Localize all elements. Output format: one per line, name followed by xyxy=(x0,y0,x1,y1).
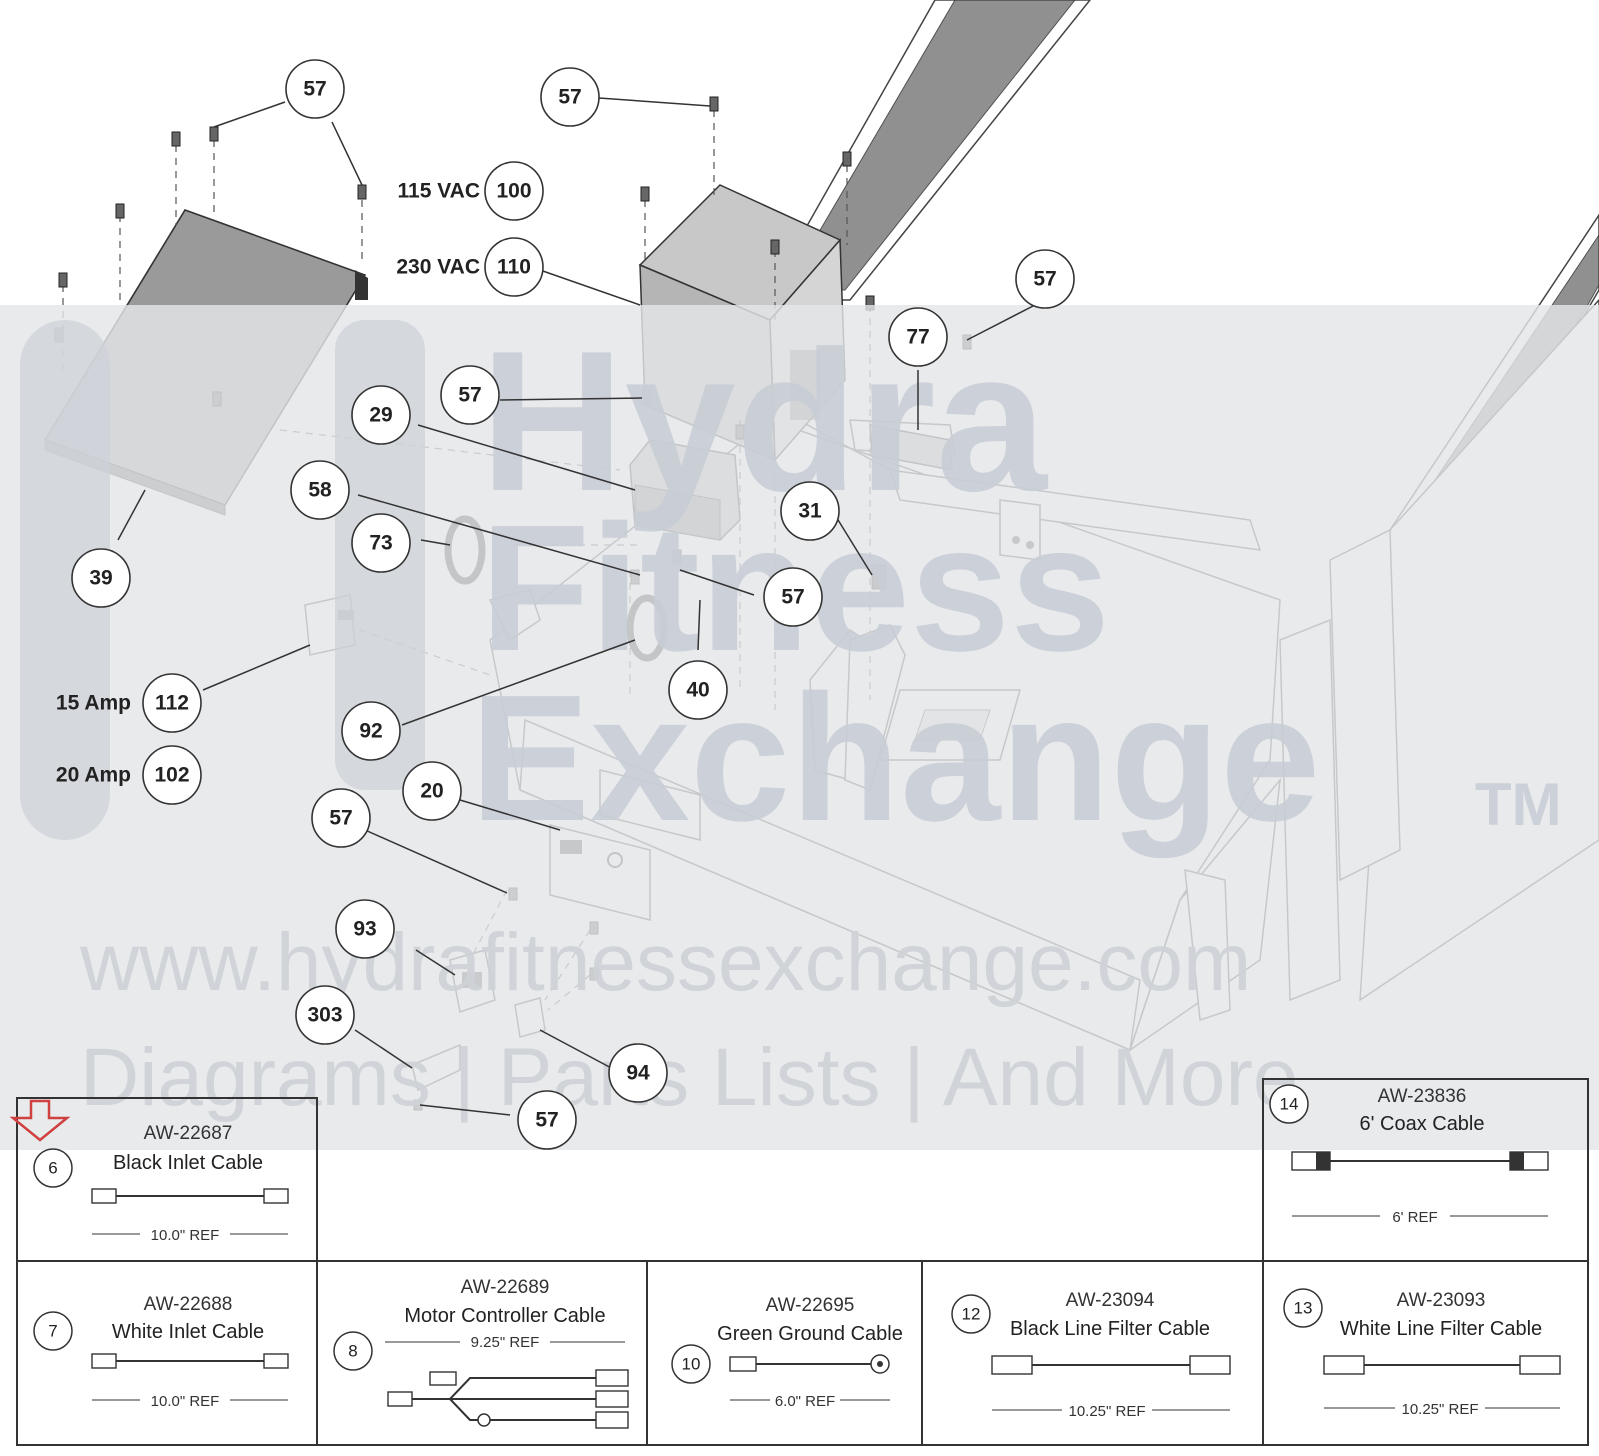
callout: 40 xyxy=(668,660,728,720)
svg-text:110: 110 xyxy=(497,256,531,279)
cable-table: 6 AW-22687 Black Inlet Cable 10.0" REF 1… xyxy=(9,1078,1589,1446)
cable-10: 10 AW-22695 Green Ground Cable 6.0" REF xyxy=(671,1295,903,1410)
svg-text:White Line Filter Cable: White Line Filter Cable xyxy=(1340,1318,1542,1340)
svg-text:93: 93 xyxy=(353,918,376,941)
svg-text:13: 13 xyxy=(1294,1299,1313,1318)
cable-12: 12 AW-23094 Black Line Filter Cable 10.2… xyxy=(951,1290,1231,1420)
label-15-amp: 15 Amp xyxy=(56,692,131,715)
cable-cell-13 xyxy=(1262,1260,1589,1446)
svg-text:White Inlet Cable: White Inlet Cable xyxy=(112,1321,264,1343)
red-down-arrow-icon xyxy=(9,1099,71,1142)
callout: 31 xyxy=(780,481,840,541)
callout: 92 xyxy=(341,701,401,761)
svg-text:10.0" REF: 10.0" REF xyxy=(151,1227,220,1244)
callout: 57 xyxy=(763,567,823,627)
svg-text:12: 12 xyxy=(962,1305,981,1324)
callout: 303 xyxy=(295,985,355,1045)
cable-13: 13 AW-23093 White Line Filter Cable 10.2… xyxy=(1283,1288,1561,1418)
svg-text:Motor Controller Cable: Motor Controller Cable xyxy=(404,1305,605,1327)
svg-text:57: 57 xyxy=(458,384,481,407)
svg-text:73: 73 xyxy=(369,532,392,555)
svg-text:6.0" REF: 6.0" REF xyxy=(775,1393,835,1410)
callout: 57 xyxy=(1015,249,1075,309)
callout: 93 xyxy=(335,899,395,959)
callout: 57 xyxy=(440,365,500,425)
svg-text:7: 7 xyxy=(48,1322,57,1341)
cable-14: 14 AW-23836 6' Coax Cable 6' REF xyxy=(1269,1084,1549,1226)
svg-text:6' Coax Cable: 6' Coax Cable xyxy=(1360,1113,1485,1135)
svg-text:58: 58 xyxy=(308,479,332,502)
svg-text:10.0" REF: 10.0" REF xyxy=(151,1393,220,1410)
svg-text:303: 303 xyxy=(307,1004,342,1027)
svg-text:57: 57 xyxy=(1033,268,1056,291)
svg-text:10.25" REF: 10.25" REF xyxy=(1068,1403,1145,1420)
label-20-amp: 20 Amp xyxy=(56,764,131,787)
callout: 77 xyxy=(888,307,948,367)
svg-text:AW-23094: AW-23094 xyxy=(1066,1290,1155,1311)
callout: 20 xyxy=(402,761,462,821)
svg-text:31: 31 xyxy=(798,500,822,523)
callout: 57 xyxy=(285,59,345,119)
cable-cell-7 xyxy=(16,1260,318,1446)
callout: 102 xyxy=(142,745,202,805)
watermark-line1: Hydra xyxy=(480,310,1049,533)
svg-text:8: 8 xyxy=(348,1342,357,1361)
callout: 73 xyxy=(351,513,411,573)
svg-text:100: 100 xyxy=(496,180,531,203)
callout: 57 xyxy=(517,1090,577,1150)
svg-text:AW-23093: AW-23093 xyxy=(1397,1290,1486,1311)
svg-text:57: 57 xyxy=(535,1109,558,1132)
callout: 100 xyxy=(484,161,544,221)
svg-text:94: 94 xyxy=(626,1062,650,1085)
svg-text:92: 92 xyxy=(359,720,382,743)
svg-text:10.25" REF: 10.25" REF xyxy=(1401,1401,1478,1418)
watermark-url: www.hydrafitnessexchange.com xyxy=(79,917,1251,1008)
watermark-line3: Exchange xyxy=(470,658,1320,859)
svg-text:20: 20 xyxy=(420,780,443,803)
cable-6: 6 AW-22687 Black Inlet Cable 10.0" REF xyxy=(33,1123,289,1244)
cable-8: 8 AW-22689 Motor Controller Cable 9.25" … xyxy=(333,1277,629,1429)
svg-text:29: 29 xyxy=(369,404,392,427)
callout: 29 xyxy=(351,385,411,445)
svg-text:Black Line Filter Cable: Black Line Filter Cable xyxy=(1010,1318,1210,1340)
svg-text:39: 39 xyxy=(89,567,112,590)
callout: 57 xyxy=(311,788,371,848)
svg-text:6: 6 xyxy=(48,1159,57,1178)
watermark-tm: TM xyxy=(1475,771,1562,838)
svg-text:112: 112 xyxy=(155,692,189,715)
svg-text:40: 40 xyxy=(686,679,709,702)
svg-text:14: 14 xyxy=(1280,1095,1299,1114)
label-230-vac: 230 VAC xyxy=(396,256,480,279)
svg-text:102: 102 xyxy=(154,764,189,787)
callout: 57 xyxy=(540,67,600,127)
watermark: Hydra Fitness Exchange TM www.hydrafitne… xyxy=(0,305,1599,1150)
svg-text:77: 77 xyxy=(906,326,929,349)
leader-lines xyxy=(117,97,1036,1116)
svg-text:AW-22689: AW-22689 xyxy=(461,1277,550,1298)
svg-text:Black Inlet Cable: Black Inlet Cable xyxy=(113,1152,263,1174)
svg-text:AW-22687: AW-22687 xyxy=(144,1123,233,1144)
watermark-tagline: Diagrams | Parts Lists | And More xyxy=(80,1032,1298,1123)
callout: 58 xyxy=(290,460,350,520)
svg-text:10: 10 xyxy=(682,1355,701,1374)
svg-text:57: 57 xyxy=(329,807,352,830)
svg-text:9.25" REF: 9.25" REF xyxy=(471,1334,540,1351)
callout: 110 xyxy=(484,237,544,297)
svg-text:AW-22688: AW-22688 xyxy=(144,1294,233,1315)
svg-text:57: 57 xyxy=(781,586,804,609)
svg-text:57: 57 xyxy=(303,78,326,101)
svg-text:57: 57 xyxy=(558,86,581,109)
callout: 112 xyxy=(142,673,202,733)
svg-text:AW-22695: AW-22695 xyxy=(766,1295,855,1316)
callout: 94 xyxy=(608,1043,668,1103)
label-115-vac: 115 VAC xyxy=(398,180,481,203)
callouts: 57 57 100 110 57 77 57 29 58 73 39 31 57… xyxy=(71,59,1075,1150)
svg-text:AW-23836: AW-23836 xyxy=(1378,1086,1467,1107)
callout: 39 xyxy=(71,548,131,608)
cable-7: 7 AW-22688 White Inlet Cable 10.0" REF xyxy=(33,1294,289,1410)
svg-text:6' REF: 6' REF xyxy=(1392,1209,1437,1226)
svg-text:Green Ground Cable: Green Ground Cable xyxy=(717,1323,903,1345)
